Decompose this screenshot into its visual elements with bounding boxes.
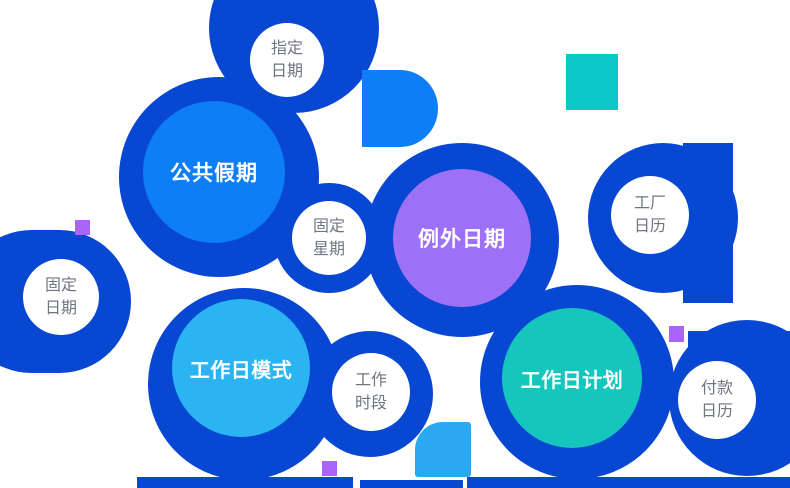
- bubble-exception-date: 例外日期: [393, 169, 531, 307]
- purple-square-accent-right: [669, 326, 684, 342]
- bubble-workday-plan-label: 工作日计划: [520, 369, 624, 392]
- bubble-payment-calendar-label: 付款日历: [700, 379, 733, 420]
- bubble-work-period-label: 工作时段: [354, 371, 387, 412]
- bubble-designated-date-label: 指定日期: [270, 39, 303, 80]
- bubble-workday-pattern-label: 工作日模式: [189, 359, 293, 382]
- half-circle-accent: [362, 70, 438, 147]
- bubble-work-period: 工作时段: [332, 353, 410, 431]
- teal-square-accent: [566, 54, 618, 110]
- bubble-fixed-week-label: 固定星期: [312, 217, 345, 258]
- bubble-exception-date-label: 例外日期: [418, 228, 506, 251]
- bubble-public-holidays-label: 公共假期: [170, 162, 258, 185]
- bubble-workday-pattern: 工作日模式: [172, 299, 310, 437]
- bubble-payment-calendar: 付款日历: [678, 361, 756, 439]
- bubble-designated-date: 指定日期: [250, 23, 324, 97]
- bubble-fixed-week: 固定星期: [292, 201, 366, 275]
- bubble-fixed-date-label: 固定日期: [44, 276, 77, 317]
- purple-square-accent-bottom: [322, 461, 337, 476]
- bubble-workday-plan: 工作日计划: [502, 308, 642, 448]
- purple-square-accent-left: [75, 220, 90, 235]
- bottom-bar-right: [467, 477, 790, 488]
- bubble-factory-calendar-label: 工厂日历: [633, 194, 666, 235]
- bubble-factory-calendar: 工厂日历: [611, 176, 689, 254]
- bubble-fixed-date: 固定日期: [23, 259, 99, 335]
- blue-rounded-square-accent: [415, 422, 471, 477]
- factory-calendar-stem: [683, 143, 733, 303]
- bottom-bar-middle: [360, 480, 463, 488]
- bubble-public-holidays: 公共假期: [143, 101, 285, 243]
- bottom-bar-left: [137, 477, 353, 488]
